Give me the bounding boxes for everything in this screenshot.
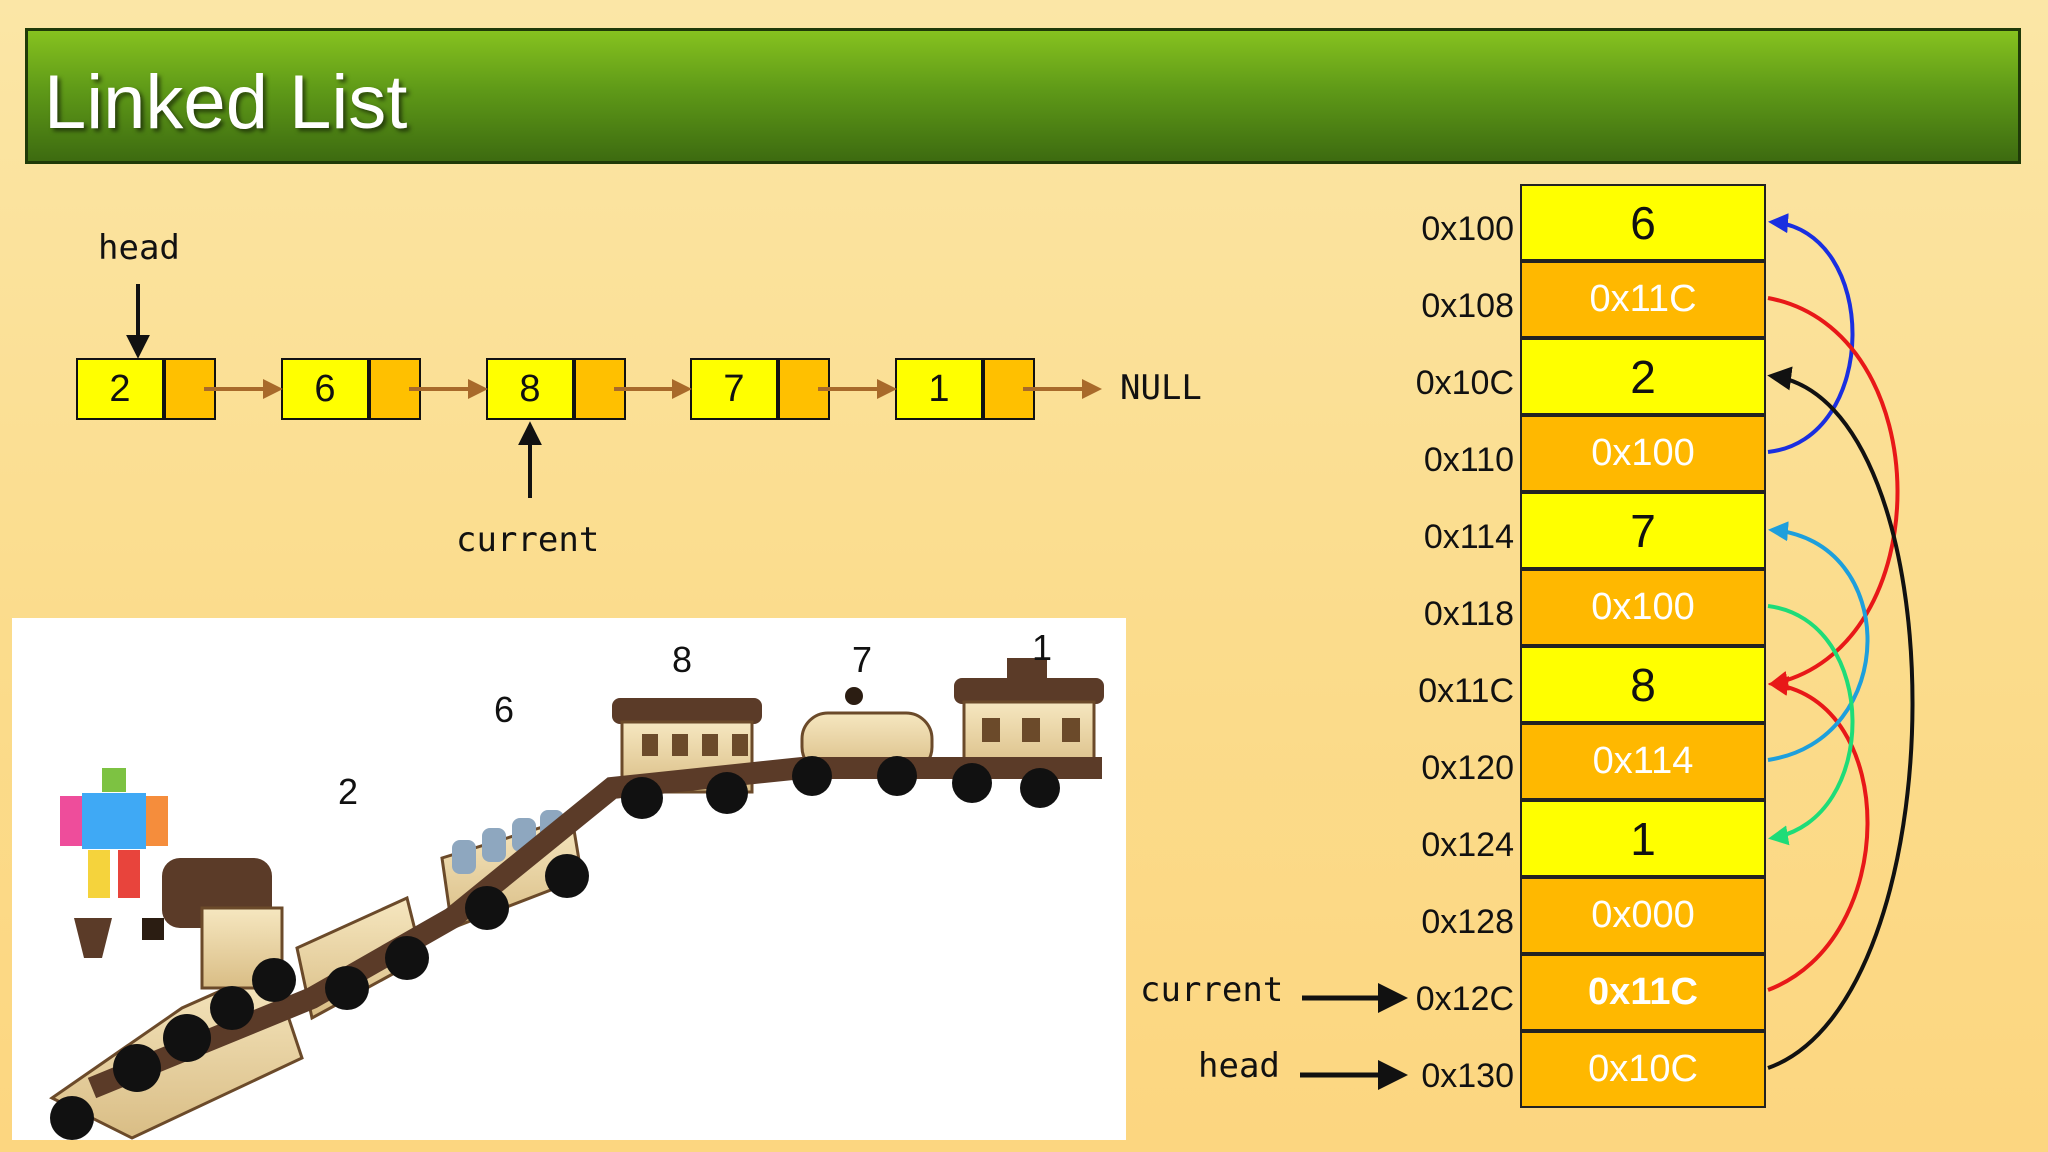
memory-address: 0x118: [1423, 595, 1514, 633]
memory-cell-value: 1: [1520, 800, 1766, 877]
node-2-value: 6: [281, 358, 369, 420]
memory-cell-pointer: 0x100: [1520, 415, 1766, 492]
toy-train-photo: 2 6 8 7 1: [12, 618, 1126, 1140]
memory-address: 0x110: [1423, 441, 1514, 479]
memory-cell-pointer: 0x000: [1520, 877, 1766, 954]
memory-cell-pointer: 0x114: [1520, 723, 1766, 800]
train-wheels: [50, 756, 1060, 1140]
robot-toy-icon: [60, 768, 168, 898]
head-label: head: [98, 228, 180, 268]
pointer-arrow-cyan: [1767, 521, 1870, 762]
memory-cell-value: 8: [1520, 646, 1766, 723]
memory-address: 0x124: [1421, 826, 1514, 864]
pointer-arrow-red-2: [1767, 676, 1870, 992]
train-car-label-1: 1: [1032, 627, 1052, 668]
train-car-label-8: 8: [672, 639, 692, 680]
page-title: Linked List: [44, 60, 408, 145]
pointer-arrow-blue: [1767, 213, 1855, 454]
pointer-arrow-green: [1767, 604, 1855, 846]
memory-address: 0x120: [1421, 749, 1514, 787]
memory-address: 0x100: [1421, 210, 1514, 248]
memory-cell-value: 6: [1520, 184, 1766, 261]
pointer-arrow-red-1: [1767, 296, 1900, 691]
node-1-value: 2: [76, 358, 164, 420]
node-4-value: 7: [690, 358, 778, 420]
memory-cell-pointer: 0x100: [1520, 569, 1766, 646]
memory-current-label: current: [1140, 970, 1284, 1010]
null-label: NULL: [1120, 368, 1202, 408]
current-label: current: [456, 520, 600, 560]
pointer-arrow-black: [1767, 366, 1915, 1070]
memory-cell-value: 2: [1520, 338, 1766, 415]
train-car-label-7: 7: [852, 639, 872, 680]
memory-address: 0x130: [1421, 1057, 1514, 1095]
memory-cell-current: 0x11C: [1520, 954, 1766, 1031]
memory-address: 0x11C: [1418, 672, 1514, 710]
memory-cell-pointer: 0x11C: [1520, 261, 1766, 338]
train-car-label-2: 2: [338, 771, 358, 812]
memory-address: 0x128: [1421, 903, 1514, 941]
train-car-label-6: 6: [494, 689, 514, 730]
memory-address: 0x108: [1421, 287, 1514, 325]
title-bar: Linked List: [25, 28, 2021, 164]
toy-train-illustration: 2 6 8 7 1: [49, 627, 1104, 1140]
memory-head-label: head: [1198, 1046, 1280, 1086]
memory-cell-head: 0x10C: [1520, 1031, 1766, 1108]
node-5-value: 1: [895, 358, 983, 420]
memory-cell-value: 7: [1520, 492, 1766, 569]
memory-address: 0x10C: [1415, 364, 1514, 402]
node-3-value: 8: [486, 358, 574, 420]
memory-address: 0x114: [1423, 518, 1514, 556]
memory-address: 0x12C: [1415, 980, 1514, 1018]
